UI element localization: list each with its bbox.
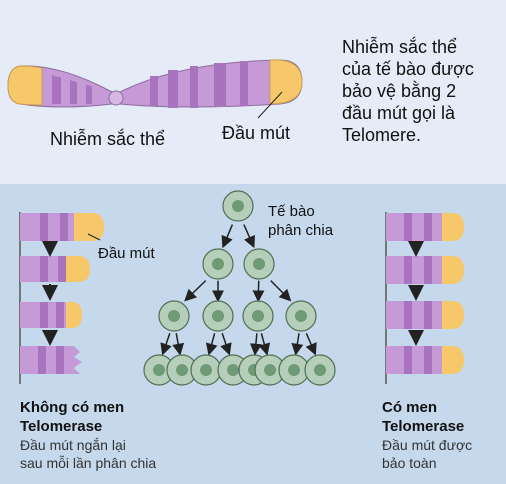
division-arrow [305,332,317,356]
left-caption: Đầu mút ngắn lại sau mỗi lần phân chia [20,436,156,472]
description-line: Nhiễm sắc thể [342,37,458,57]
division-arrow [270,280,292,302]
left-title-line: Không có men [20,399,125,416]
cell-nucleus [253,258,265,270]
right-chromosome-column [385,212,464,384]
telomere-pointer [257,91,283,119]
right-caption-line: bảo toàn [382,455,437,471]
right-title-line: Telomerase [382,418,465,435]
cell-nucleus [200,364,212,376]
division-arrow [221,224,234,249]
cell-nucleus [288,364,300,376]
description-line: Telomere. [342,125,422,145]
right-telomere [269,59,303,105]
right-title-line: Có men [382,399,438,416]
top-telomere-label: Đầu mút [222,123,291,143]
division-arrow [258,333,271,356]
dividing-cell-line: Tế bào [268,203,315,220]
division-arrow [184,280,207,302]
cell-nucleus [314,364,326,376]
right-title: Có men Telomerase [382,398,464,436]
cell-nucleus [212,258,224,270]
cell-nucleus [232,200,244,212]
dividing-cell-line: phân chia [268,222,334,239]
division-arrow [205,333,218,356]
cell-nucleus [264,364,276,376]
dividing-cell-label: Tế bào phân chia [268,202,333,240]
centromere [108,90,124,106]
cell-nucleus [252,310,264,322]
right-caption-line: Đầu mút được [382,437,473,453]
left-caption-line: Đầu mút ngắn lại [20,437,126,453]
left-telomere [7,65,43,106]
left-telomere-label: Đầu mút [98,245,155,262]
division-arrow [220,333,232,356]
division-arrow [243,224,255,249]
division-arrow [160,333,172,356]
cell-nucleus [212,310,224,322]
description-line: của tế bào được [342,59,474,79]
division-arrow [172,333,185,356]
right-caption: Đầu mút được bảo toàn [382,436,472,472]
cell-nucleus [227,364,239,376]
cell-nucleus [153,364,165,376]
division-arrow [249,333,262,356]
top-chromosome [7,59,303,119]
left-title: Không có men Telomerase [20,398,124,436]
cell-nucleus [168,310,180,322]
top-description: Nhiễm sắc thể của tế bào được bảo vệ bằn… [342,36,474,146]
description-line: bảo vệ bằng 2 [342,81,457,101]
cell-nucleus [176,364,188,376]
chromosome-label: Nhiễm sắc thể [50,129,166,149]
division-arrow [291,333,304,356]
left-chromosome-column [19,212,104,384]
left-title-line: Telomerase [20,418,103,435]
cell-nucleus [295,310,307,322]
description-line: đầu mút gọi là [342,103,456,123]
dividing-cells-tree [143,190,336,386]
left-caption-line: sau mỗi lần phân chia [20,455,157,471]
